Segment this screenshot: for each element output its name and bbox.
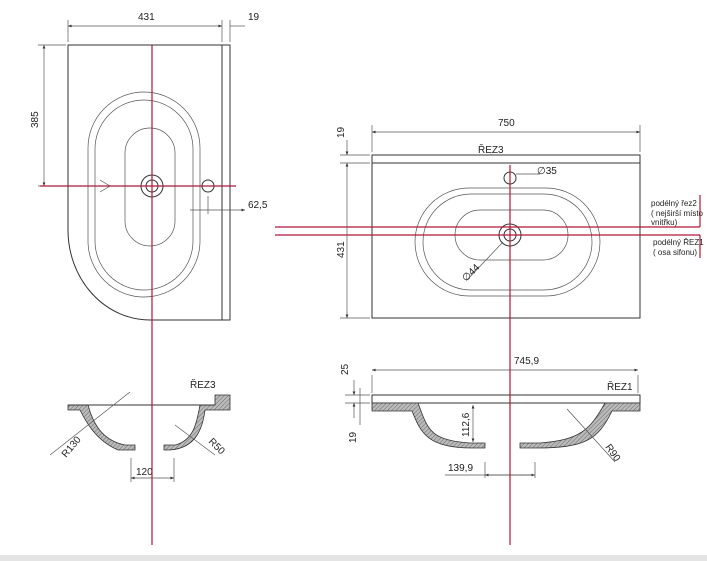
dia-35: ∅35	[537, 166, 557, 177]
section-label-rez3-plan: ŘEZ3	[478, 143, 504, 156]
annotation-cut1-line2: ( osa sifonu)	[653, 248, 697, 257]
radius-r130: R130	[60, 434, 84, 460]
section-rez1: 745,9 ŘEZ1 25 19 112,6 R90 139,9	[340, 356, 641, 478]
dia-44: ∅44	[460, 262, 482, 284]
dim-385: 385	[30, 111, 41, 128]
dim-25: 25	[340, 363, 351, 375]
dim-431-top: 431	[138, 12, 155, 23]
annotation-cut2-line3: vnitřku)	[651, 218, 678, 227]
radius-r90: R90	[603, 442, 623, 464]
section-label-rez3: ŘEZ3	[190, 378, 216, 391]
section-axes	[40, 45, 701, 545]
annotation-cut2-line2: ( nejširší místo	[651, 209, 704, 218]
annotation-cut1-line1: podélný ŘEZ1	[653, 238, 704, 247]
section-label-rez1: ŘEZ1	[607, 380, 633, 393]
plan-view-left: 431 19 385 62,5	[30, 12, 268, 321]
dim-19-section: 19	[348, 431, 359, 443]
dim-431-right: 431	[336, 241, 347, 258]
dim-112-6: 112,6	[461, 412, 472, 437]
dim-139-9: 139,9	[448, 463, 473, 474]
dim-19-top: 19	[248, 12, 260, 23]
dim-62-5: 62,5	[248, 200, 268, 211]
dim-19-right: 19	[336, 126, 347, 138]
radius-r50: R50	[206, 436, 227, 457]
bottom-scrollbar[interactable]	[0, 555, 707, 561]
section-rez3: R130 R50 ŘEZ3 120	[49, 378, 231, 482]
plan-view-right: ∅44 ∅35 ŘEZ3 750 19 431	[336, 118, 641, 319]
annotation-cut2-line1: podélný řez2	[651, 199, 697, 208]
dim-120: 120	[136, 467, 153, 478]
dim-745-9: 745,9	[514, 356, 539, 367]
dim-750: 750	[498, 118, 515, 129]
